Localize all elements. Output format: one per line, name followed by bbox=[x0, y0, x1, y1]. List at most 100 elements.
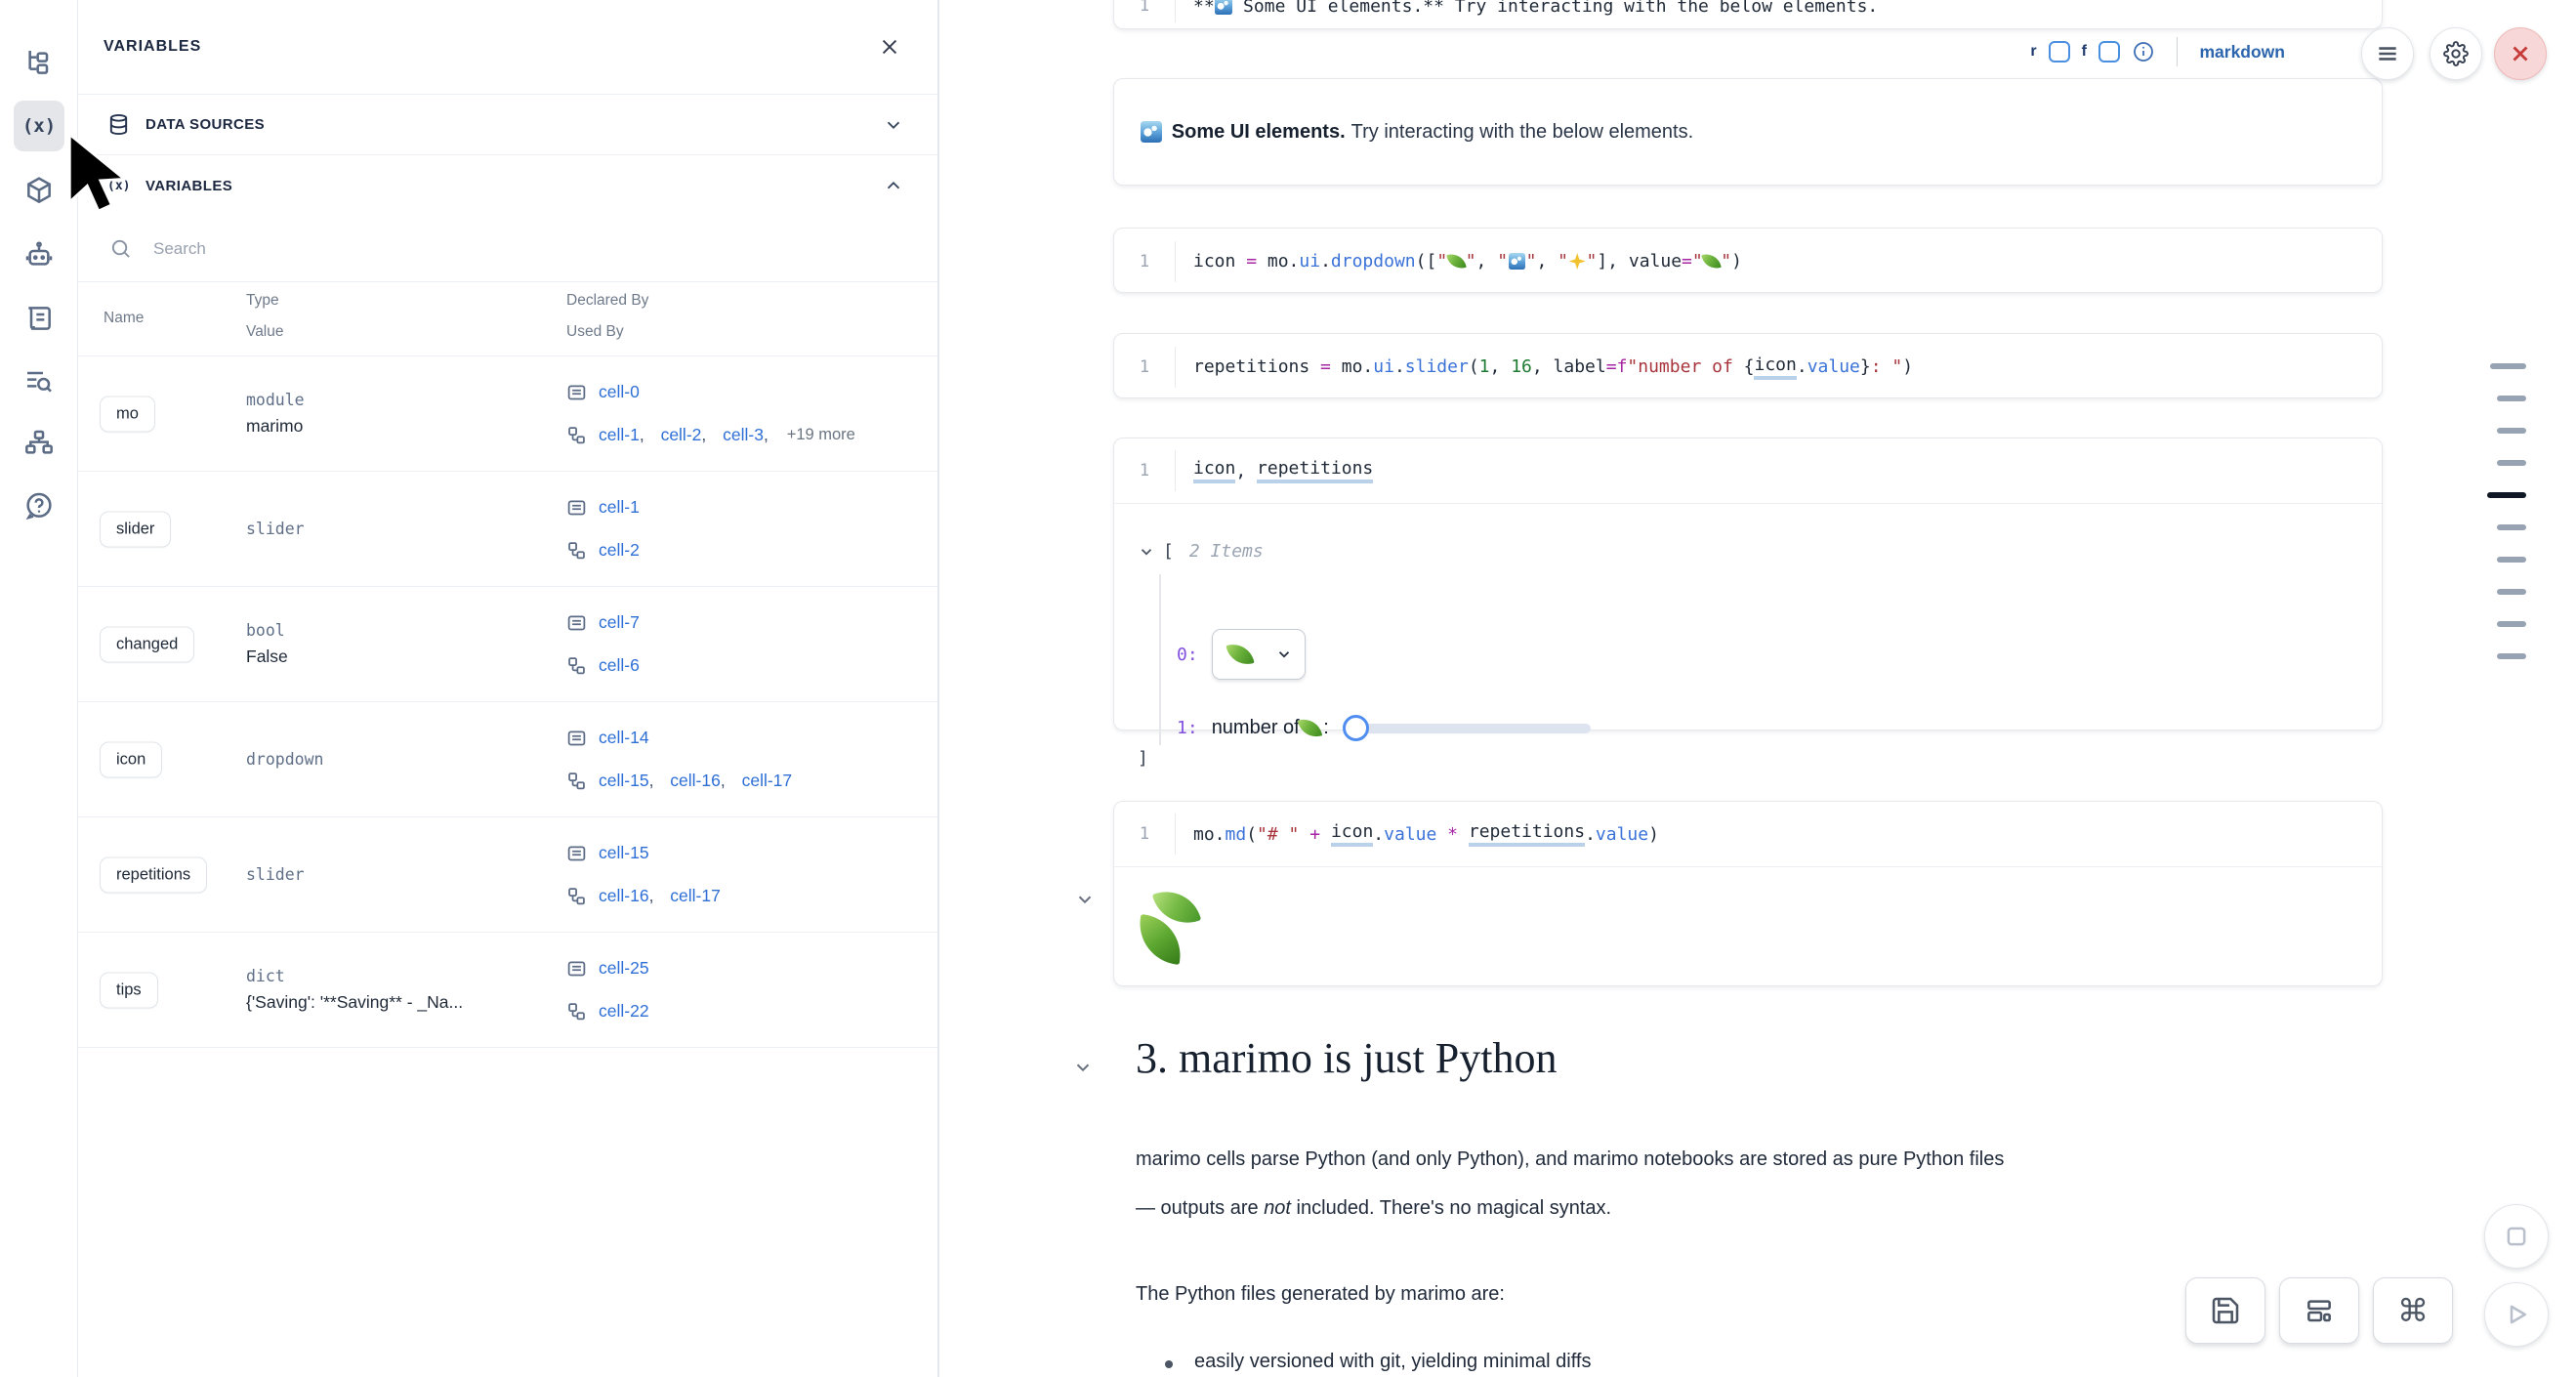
code-cell-slider[interactable]: 1 repetitions = mo.ui.slider(1, 16, labe… bbox=[1113, 333, 2383, 398]
variable-name-badge[interactable]: icon bbox=[100, 741, 163, 777]
accordion-data-sources[interactable]: DATA SOURCES bbox=[78, 95, 937, 155]
usage-link-icon bbox=[568, 772, 585, 790]
file-tree-icon[interactable] bbox=[14, 37, 64, 88]
run-all-button[interactable] bbox=[2484, 1282, 2549, 1347]
list-item: easily versioned with git, yielding mini… bbox=[1165, 1351, 1591, 1373]
code-line[interactable]: icon = mo.ui.dropdown(["", "", ""], valu… bbox=[1175, 240, 1742, 282]
snippets-icon[interactable] bbox=[14, 293, 64, 344]
minimap-cell-mark[interactable] bbox=[2497, 396, 2526, 401]
minimap-cell-mark[interactable] bbox=[2487, 492, 2526, 498]
cell-link[interactable]: cell-15 bbox=[599, 843, 649, 862]
cell-link[interactable]: cell-0 bbox=[599, 382, 640, 401]
panel-title: VARIABLES bbox=[104, 38, 202, 55]
minimap-cell-mark[interactable] bbox=[2497, 621, 2526, 627]
dropdown-select[interactable] bbox=[1211, 629, 1306, 680]
variable-name-badge[interactable]: changed bbox=[100, 626, 195, 662]
cell-link[interactable]: cell-16 bbox=[670, 771, 729, 791]
variable-name-badge[interactable]: tips bbox=[100, 972, 158, 1008]
cell-link[interactable]: cell-16 bbox=[599, 886, 658, 906]
cell-link[interactable]: cell-1 bbox=[599, 425, 649, 445]
item-key: 0: bbox=[1177, 644, 1198, 665]
cell-link[interactable]: cell-6 bbox=[599, 655, 640, 675]
code-line[interactable]: repetitions = mo.ui.slider(1, 16, label=… bbox=[1175, 346, 1913, 388]
line-number: 1 bbox=[1139, 461, 1150, 480]
stop-kernel-button[interactable] bbox=[2484, 1204, 2549, 1269]
slider-track[interactable] bbox=[1363, 723, 1591, 733]
packages-icon[interactable] bbox=[14, 166, 64, 217]
cell-link[interactable]: cell-2 bbox=[599, 540, 640, 560]
more-cells-label[interactable]: +19 more bbox=[786, 426, 855, 443]
variable-value: {'Saving': '**Saving** - _Na... bbox=[246, 992, 464, 1012]
markdown-source-cell[interactable]: 1 ** Some UI elements.** Try interacting… bbox=[1113, 0, 2383, 29]
variable-name-badge[interactable]: repetitions bbox=[100, 856, 208, 893]
code-cell-md-heading[interactable]: 1 mo.md("# " + icon.value * repetitions.… bbox=[1113, 801, 2383, 986]
cell-link[interactable]: cell-15 bbox=[599, 771, 658, 791]
checkbox-icon[interactable] bbox=[2048, 41, 2070, 63]
layout-toggle-button[interactable] bbox=[2279, 1277, 2359, 1344]
code-cell-dropdown[interactable]: 1 icon = mo.ui.dropdown(["", "", ""], va… bbox=[1113, 228, 2383, 293]
cell-collapse-chevron-icon[interactable] bbox=[1074, 889, 1096, 910]
minimap-cell-mark[interactable] bbox=[2497, 460, 2526, 466]
minimap-cell-mark[interactable] bbox=[2497, 524, 2526, 530]
leaf-emoji-large bbox=[1136, 888, 1204, 962]
minimap-cell-mark[interactable] bbox=[2497, 428, 2526, 434]
cell-link[interactable]: cell-17 bbox=[670, 886, 721, 905]
minimap-cell-mark[interactable] bbox=[2497, 589, 2526, 595]
cell-link[interactable]: cell-7 bbox=[599, 612, 640, 632]
usage-link-icon bbox=[568, 542, 585, 560]
search-placeholder: Search bbox=[153, 238, 206, 258]
cell-link[interactable]: cell-17 bbox=[741, 771, 793, 790]
search-icon bbox=[109, 237, 132, 260]
output-text: Try interacting with the below elements. bbox=[1350, 120, 1694, 143]
col-value: Value bbox=[246, 323, 284, 340]
cell-link[interactable]: cell-1 bbox=[599, 497, 640, 517]
keyboard-shortcuts-button[interactable]: ⌘ bbox=[2373, 1277, 2453, 1344]
variable-name-badge[interactable]: slider bbox=[100, 511, 172, 547]
cell-link[interactable]: cell-22 bbox=[599, 1001, 649, 1021]
markdown-language-button[interactable]: markdown bbox=[2199, 41, 2285, 62]
paragraph: marimo cells parse Python (and only Pyth… bbox=[1136, 1135, 2434, 1232]
variable-type: slider bbox=[246, 865, 305, 884]
variable-name-badge[interactable]: mo bbox=[100, 396, 155, 432]
slider-knob[interactable] bbox=[1342, 715, 1369, 741]
minimap-cell-mark[interactable] bbox=[2497, 557, 2526, 563]
ai-assistant-icon[interactable] bbox=[14, 230, 64, 280]
save-button[interactable] bbox=[2185, 1277, 2265, 1344]
logs-search-icon[interactable] bbox=[14, 355, 64, 406]
variables-panel-icon[interactable]: (x) bbox=[14, 101, 64, 151]
output-bold-text: Some UI elements. bbox=[1171, 120, 1346, 143]
minimap-cell-mark[interactable] bbox=[2490, 363, 2526, 369]
accordion-variables[interactable]: (x) VARIABLES bbox=[78, 155, 937, 216]
chevron-down-icon bbox=[883, 114, 904, 136]
variable-value: marimo bbox=[246, 416, 304, 436]
code-line[interactable]: mo.md("# " + icon.value * repetitions.va… bbox=[1175, 814, 1659, 855]
code-cell-tuple[interactable]: 1 icon, repetitions [ 2 Items 0: bbox=[1113, 438, 2383, 769]
notebook-area: 1 ** Some UI elements.** Try interacting… bbox=[939, 0, 2576, 1377]
close-bracket: ] bbox=[1138, 748, 1148, 769]
cell-link[interactable]: cell-3 bbox=[723, 425, 773, 445]
cell-link[interactable]: cell-25 bbox=[599, 958, 649, 978]
collapse-chevron-icon[interactable] bbox=[1138, 543, 1155, 561]
settings-button[interactable] bbox=[2430, 27, 2482, 80]
variable-row-mo: mo module marimo cell-0 cell-1 cell-2 ce… bbox=[78, 356, 937, 472]
info-icon[interactable] bbox=[2132, 40, 2155, 63]
save-icon bbox=[2212, 1297, 2239, 1324]
minimap-cell-mark[interactable] bbox=[2497, 653, 2526, 659]
slider-label: number of bbox=[1211, 717, 1300, 738]
help-icon[interactable] bbox=[14, 480, 64, 531]
close-panel-icon[interactable] bbox=[877, 34, 902, 60]
cell-link[interactable]: cell-14 bbox=[599, 728, 649, 747]
checkbox-icon[interactable] bbox=[2098, 41, 2120, 63]
cell-link[interactable]: cell-2 bbox=[661, 425, 712, 445]
section-collapse-chevron-icon[interactable] bbox=[1072, 1057, 1094, 1078]
code-line[interactable]: ** Some UI elements.** Try interacting w… bbox=[1175, 0, 1878, 22]
variables-search[interactable]: Search bbox=[78, 216, 937, 282]
cell-icon bbox=[567, 385, 586, 400]
code-line[interactable]: icon, repetitions bbox=[1175, 450, 1374, 491]
leaf-emoji bbox=[1446, 251, 1467, 271]
gear-icon bbox=[2443, 41, 2469, 66]
dependency-graph-icon[interactable] bbox=[14, 418, 64, 469]
shutdown-button[interactable] bbox=[2494, 27, 2547, 80]
panel-header: VARIABLES bbox=[78, 0, 937, 95]
notebook-menu-button[interactable] bbox=[2361, 27, 2414, 80]
